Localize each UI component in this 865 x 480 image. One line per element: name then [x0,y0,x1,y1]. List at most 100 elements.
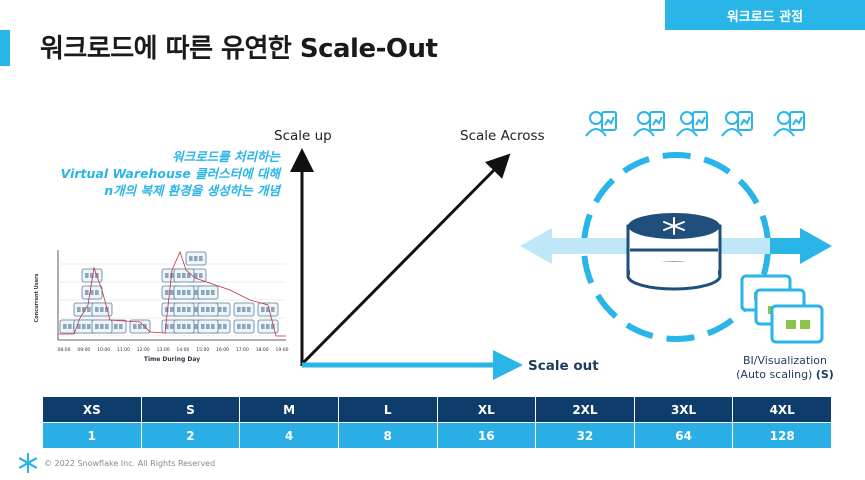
warehouse-box-cell [211,307,215,312]
warehouse-box-cell [187,307,191,312]
concept-line-1: 워크로드를 처리하는 [172,149,280,164]
warehouse-box-cell [237,324,241,329]
size-label-cell: M [239,396,339,423]
warehouse-box-cell [170,324,174,329]
warehouse-box-cell [194,273,198,278]
warehouse-box-cell [218,324,222,329]
usage-chart-ylabel: Concurrent Users [34,273,40,322]
usage-chart-tick-label: 14:00 [176,347,189,353]
usage-chart-tick-label: 15:00 [196,347,209,353]
warehouse-box-cell [68,324,72,329]
warehouse-box-cell [271,307,275,312]
warehouse-box-cell [182,307,186,312]
warehouse-box-cell [206,290,210,295]
warehouse-box-cell [90,273,94,278]
size-label-cell: S [140,396,241,423]
usage-chart-tick-label: 18:00 [256,347,269,353]
scale-across-arrow [300,153,511,366]
warehouse-box-cell [170,307,174,312]
warehouse-box-cell [87,307,91,312]
warehouse-box-cell [100,307,104,312]
warehouse-box-cell [165,307,169,312]
warehouse-box-cell [247,307,251,312]
user-icon [585,111,617,137]
warehouse-box-cell [211,324,215,329]
size-label-cell: L [337,396,438,423]
warehouse-database-icon [626,213,722,291]
usage-chart-tick-label: 09:00 [77,347,90,353]
concept-line-3: n개의 복제 환경을 생성하는 개념 [104,183,280,198]
usage-chart-line [58,250,286,337]
warehouse-box-cell [211,290,215,295]
scale-up-label: Scale up [274,128,332,144]
bi-label-line2: (Auto scaling) [736,368,813,381]
size-label-cell: 2XL [535,396,635,423]
warehouse-box-cell [100,324,104,329]
snowflake-icon [18,453,38,473]
size-value-cell: 64 [633,422,734,449]
warehouse-size-table: XS S M L XL 2XL 3XL 4XL 1 2 4 8 16 32 64… [42,396,832,449]
warehouse-box-cell [133,324,137,329]
warehouse-box-cell [194,290,198,295]
warehouse-box-cell [266,307,270,312]
size-value-cell: 1 [42,422,142,449]
warehouse-box-cell [247,324,251,329]
size-value-cell: 32 [535,422,635,449]
warehouse-box-cell [187,290,191,295]
warehouse-box-cell [218,307,222,312]
warehouse-box-cell [242,307,246,312]
warehouse-box-cell [189,256,193,261]
bi-visualization-label: BI/Visualization (Auto scaling) (S) [725,354,845,382]
warehouse-box-cell [165,290,169,295]
usage-chart-tick-label: 13:00 [157,347,170,353]
warehouse-box-cell [177,324,181,329]
warehouse-box-cell [206,307,210,312]
warehouse-box-cell [194,256,198,261]
user-icon [773,111,805,137]
warehouse-box-cell [85,273,89,278]
scale-across-label: Scale Across [460,128,545,144]
warehouse-box-cell [105,324,109,329]
warehouse-box-cell [170,290,174,295]
concept-line-2: Virtual Warehouse 클러스터에 대해 [60,166,280,181]
warehouse-box-cell [182,324,186,329]
usage-chart-tick-label: 10:00 [97,347,110,353]
warehouse-box-cell [199,256,203,261]
warehouse-box-cell [199,273,203,278]
size-value-cell: 2 [140,422,241,449]
usage-chart-tick-label: 17:00 [236,347,249,353]
warehouse-box-cell [261,307,265,312]
warehouse-box-cell [177,307,181,312]
scale-out-label: Scale out [528,358,599,374]
size-label-cell: 3XL [633,396,734,423]
usage-chart-tick-label: 16:00 [216,347,229,353]
size-value-cell: 128 [732,422,832,449]
warehouse-box-cell [182,273,186,278]
table-header-row: XS S M L XL 2XL 3XL 4XL [42,396,832,423]
warehouse-box-cell [95,324,99,329]
size-label-cell: XS [42,396,142,423]
bi-label-badge: (S) [815,368,834,381]
title-accent-bar [0,30,10,66]
warehouse-box-cell [223,307,227,312]
warehouse-box-cell [165,273,169,278]
table-value-row: 1 2 4 8 16 32 64 128 [42,422,832,449]
snowflake-logo-icon [663,217,685,235]
warehouse-box-cell [177,290,181,295]
warehouse-box-cell [261,324,265,329]
size-label-cell: XL [436,396,537,423]
usage-chart-xlabel: Time During Day [144,356,200,363]
usage-chart-tick-label: 08:00 [58,347,71,353]
warehouse-box-cell [206,324,210,329]
warehouse-box-cell [177,273,181,278]
warehouse-box-cell [182,290,186,295]
usage-chart-tick-label: 11:00 [117,347,130,353]
bi-label-line1: BI/Visualization [743,354,827,367]
warehouse-box-cell [165,324,169,329]
warehouse-box-cell [77,324,81,329]
warehouse-box-cell [170,273,174,278]
